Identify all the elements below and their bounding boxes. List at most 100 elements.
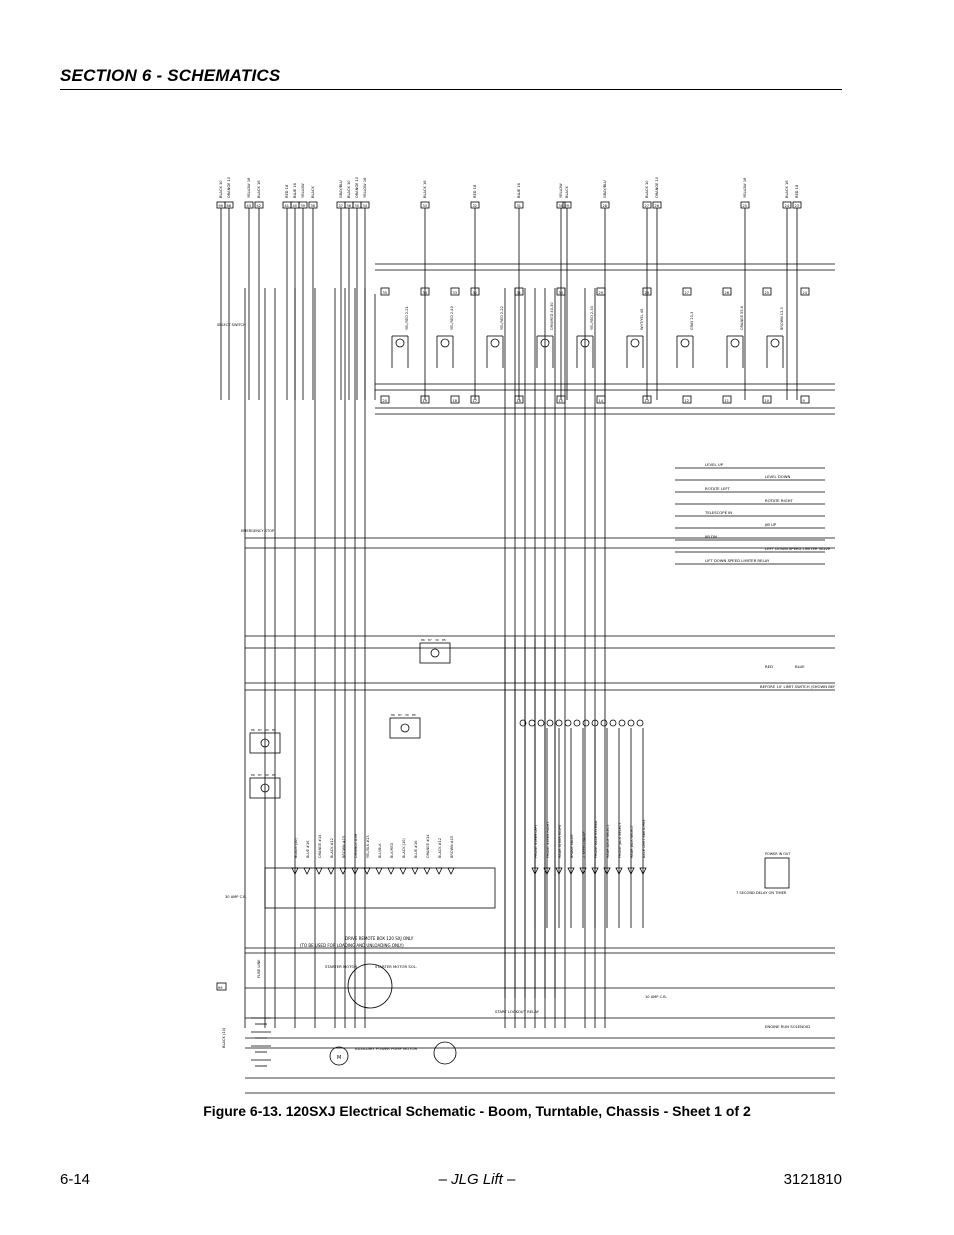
terminal-box: [514, 287, 524, 296]
terminal-box: [244, 201, 254, 209]
component-label: ROTATE RIGHT: [765, 498, 793, 503]
component-label: JIB UP: [764, 522, 777, 527]
relay-pin: 87: [258, 728, 262, 732]
terminal-ring: [573, 719, 581, 727]
diode-symbol: [543, 867, 551, 875]
diode-symbol: [531, 867, 539, 875]
diode-symbol: [303, 867, 311, 875]
wire-label: RED 18: [473, 184, 477, 198]
component-label: 10 AMP C.B.: [645, 995, 667, 999]
wire-label: BLUE 16: [517, 182, 521, 198]
terminal-ring: [582, 719, 590, 727]
wire-label: BLACK 10: [645, 180, 649, 198]
component-label: ENGINE RUN SOLENOID: [765, 1024, 810, 1029]
wire-label: BLACK 10: [219, 180, 223, 198]
diode-symbol: [627, 867, 635, 875]
wire-label: ORANGE 55-6: [740, 306, 744, 330]
wire-label: BLACK: [565, 186, 569, 198]
wire-label: BLUE #16: [414, 841, 418, 858]
wire-label: BLACK (10): [402, 838, 406, 858]
wire-label: GRAY 23-3: [690, 312, 694, 330]
relay-pin: 30: [405, 713, 409, 717]
relay-coil: [260, 738, 270, 748]
diode-symbol: [399, 867, 407, 875]
diode-symbol: [351, 867, 359, 875]
wire-label: GRAY/BLU: [603, 180, 607, 198]
terminal-number: 25: [743, 204, 747, 208]
terminal-box: [470, 287, 480, 296]
wire-label: BLU/BLK: [378, 843, 382, 858]
terminal-number: 35: [355, 204, 359, 208]
diode-symbol: [375, 867, 383, 875]
component-label: LIFT DOWN SPEED LIMITER RELAY: [705, 558, 770, 563]
relay-coil: [395, 338, 405, 348]
publisher-name: – JLG Lift –: [438, 1171, 516, 1188]
component-label: LEVEL DOWN: [765, 474, 790, 479]
terminal-ring: [564, 719, 572, 727]
diode-symbol: [639, 867, 647, 875]
wire-label: YELLOW 16: [363, 177, 367, 198]
wire-label: YELLOW 16: [247, 177, 251, 198]
terminal-number: 99: [218, 986, 222, 990]
wire-label: BLACK 16: [785, 180, 789, 198]
component-label: STARTER MOTOR: [325, 964, 358, 969]
terminal-ring: [636, 719, 644, 727]
terminal-number: 24: [785, 204, 790, 208]
terminal-number: 29: [599, 291, 603, 295]
terminal-box: [762, 395, 772, 404]
terminal-number: 42: [257, 204, 261, 208]
terminal-number: 27: [645, 204, 649, 208]
relay-pin: 87: [258, 773, 262, 777]
wire-label: BLK/RED: [390, 843, 394, 858]
wire-label: WHT/YEL 40: [640, 309, 644, 330]
diode-symbol: [411, 867, 419, 875]
terminal-number: 12: [685, 399, 689, 403]
diode-symbol: [435, 867, 443, 875]
terminal-box: [224, 201, 234, 209]
component-label: 2 SPEED VALVE: [582, 831, 586, 858]
terminal-number: 25: [765, 291, 769, 295]
terminal-number: 35: [383, 291, 387, 295]
relay-coil: [440, 338, 450, 348]
component-label: DRIVE REMOTE BOX 120 SXJ ONLY: [345, 936, 414, 941]
terminal-box: [800, 287, 810, 296]
terminal-number: 43: [247, 204, 251, 208]
terminal-number: 33: [453, 291, 457, 295]
relay-coil: [770, 338, 780, 348]
terminal-box: [514, 201, 524, 209]
component-label: FRONT AXLE EXTEND: [594, 820, 598, 858]
terminal-box: [216, 982, 227, 991]
wire-label: BLACK (10): [294, 838, 298, 858]
relay-coil: [490, 338, 500, 348]
relay-body: [249, 777, 281, 799]
terminal-ring: [528, 719, 536, 727]
terminal-box: [642, 287, 652, 296]
wire-label: BLACK (10): [222, 1027, 226, 1048]
diode-symbol: [579, 867, 587, 875]
component-label: REAR JACK SELECT: [630, 824, 634, 858]
relay-pin: 86: [251, 773, 255, 777]
terminal-number: 10: [765, 399, 769, 403]
terminal-box: [652, 201, 662, 209]
terminal-number: 33: [423, 204, 427, 208]
wire-label: YEL/RED 2-34: [590, 305, 594, 330]
terminal-number: 11: [725, 399, 729, 403]
terminal-box: [782, 201, 792, 209]
component-label: STARTER MOTOR SOL.: [375, 964, 417, 969]
relay-pin: 85: [272, 728, 276, 732]
terminal-number: 32: [473, 204, 477, 208]
component-label: FRONT STEER LEFT: [534, 823, 538, 858]
diode-symbol: [291, 867, 299, 875]
wire-label: ORANGE #14: [318, 834, 322, 858]
wire-label: ORANGE 10: [655, 176, 659, 198]
terminal-box: [596, 287, 606, 296]
relay-coil: [680, 338, 690, 348]
relay-pin: 85: [412, 713, 416, 717]
terminal-box: [470, 201, 480, 209]
terminal-box: [420, 395, 430, 404]
schematic-components: [216, 201, 810, 1067]
relay-pin: 87: [398, 713, 402, 717]
wire-label: ORANGE #14: [426, 834, 430, 858]
terminal-box: [682, 395, 692, 404]
relay-pin: 87: [428, 638, 432, 642]
